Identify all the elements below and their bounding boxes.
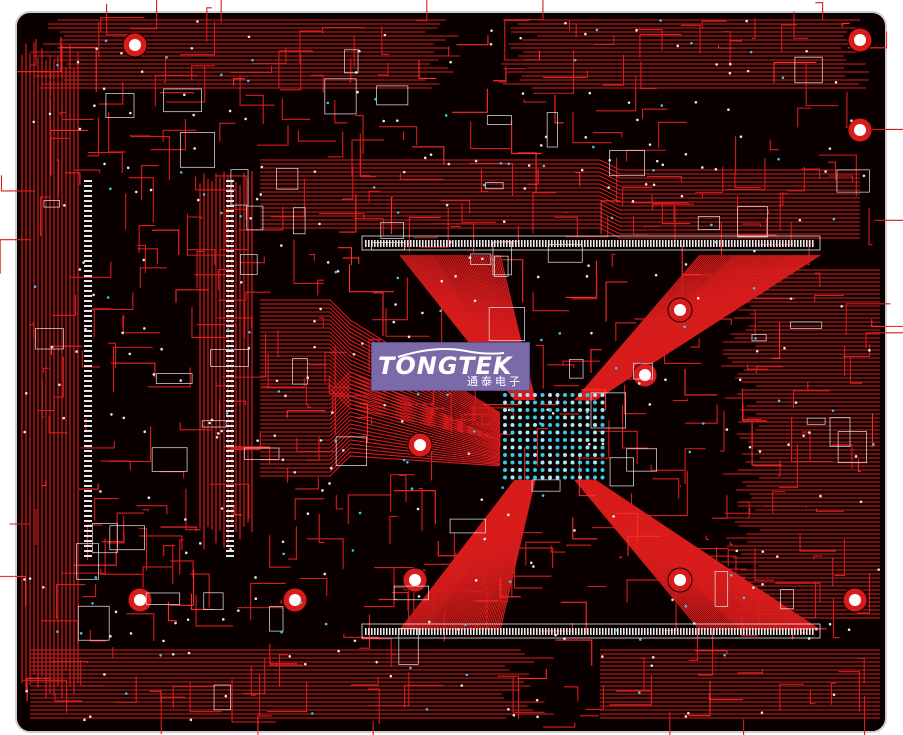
tongtek-logo: TONGTEK 通泰电子 <box>371 342 530 391</box>
logo-subtitle: 通泰电子 <box>467 375 523 388</box>
logo-title: TONGTEK <box>378 352 513 380</box>
logo-swoosh-icon <box>397 348 505 358</box>
component-details <box>23 19 880 722</box>
